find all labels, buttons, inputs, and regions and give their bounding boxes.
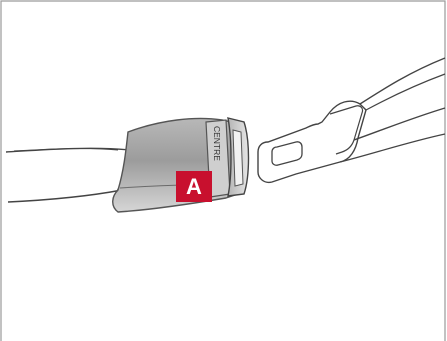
latch-webbing-strap (339, 57, 446, 163)
buckle-webbing-strap (5, 147, 131, 207)
latch-plate-tongue (257, 100, 367, 184)
callout-marker (176, 171, 212, 202)
buckle-stamp-text: CENTRE (212, 126, 222, 161)
callout-label-a: A (186, 173, 202, 199)
